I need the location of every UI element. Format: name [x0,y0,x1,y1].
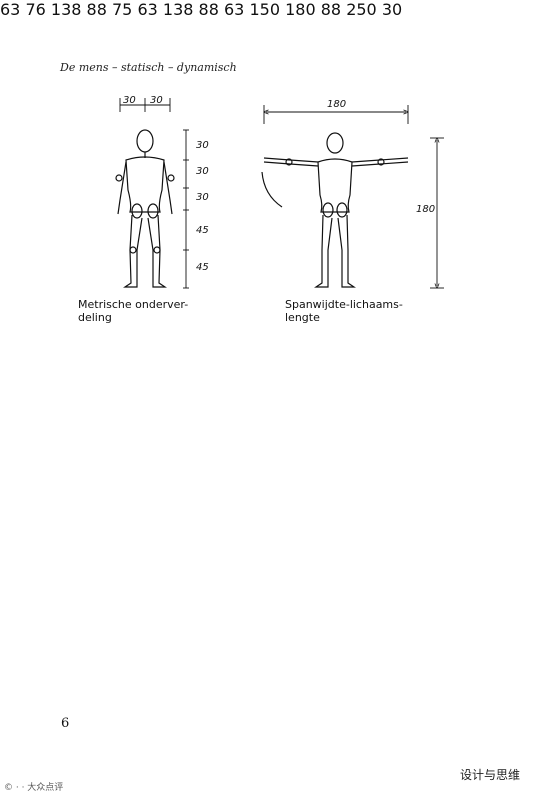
dim-f1-top-b: 30 [150,95,163,106]
dim-f1-seg3: 30 [196,192,209,203]
dim-f1-seg4: 45 [196,225,209,236]
figure1-dimensions [119,98,189,289]
dim-f7-width: 63 [224,0,245,19]
dim-f3-h2: 76 [25,0,46,19]
dim-f9-width: 30 [381,0,403,19]
dim-f1-seg1: 30 [196,140,209,151]
dim-f6-height: 138 [162,0,194,19]
caption-metric-subdivision: Metrische onderver- deling [78,298,189,324]
standing-figure-front [115,129,175,288]
dim-f4-width: 75 [112,0,133,19]
dim-f4-height: 88 [86,0,107,19]
dim-f6-width: 88 [198,0,219,19]
page-number: 6 [61,716,70,731]
dim-f2-span: 180 [327,99,346,110]
dim-f1-seg2: 30 [196,166,209,177]
dim-f8-h2: 180 [285,0,316,19]
dim-f9-height: 250 [346,0,377,19]
dim-f2-height: 180 [416,204,435,215]
dim-f8-h1: 150 [249,0,280,19]
watermark-text: 设计与思维 [460,768,521,782]
arms-spread-figure [261,132,409,288]
dim-f1-top-a: 30 [123,95,136,106]
dim-f5-width: 63 [137,0,158,19]
dim-f3-h1: 63 [0,0,21,19]
dim-f8-width: 88 [320,0,342,19]
figure2-dimensions [264,105,444,288]
caption-span-height: Spanwijdte-lichaams- lengte [285,298,403,324]
dim-f1-seg5: 45 [196,262,209,273]
page-header: De mens – statisch – dynamisch [60,61,237,74]
watermark-left: © · · 大众点评 [4,783,64,793]
dim-f3-width: 138 [50,0,82,19]
